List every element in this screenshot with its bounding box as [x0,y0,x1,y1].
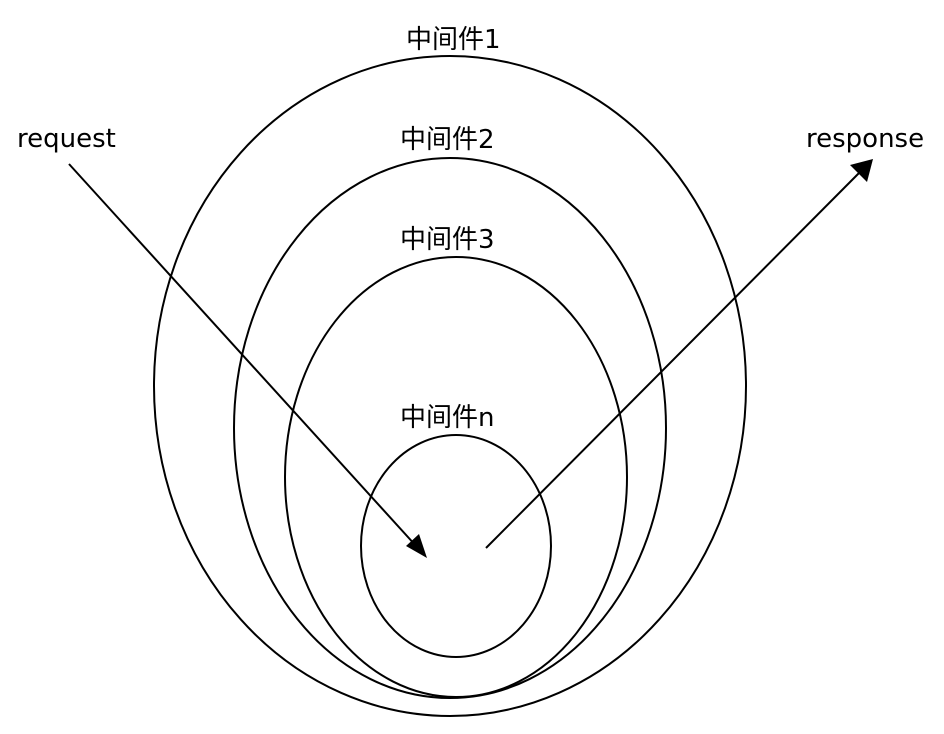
layer-label-2: 中间件2 [400,125,495,155]
response-arrow-line [485,169,863,549]
layer-ring-1 [153,55,747,717]
layer-ring-n [360,434,552,658]
layer-label-3: 中间件3 [400,225,495,255]
request-arrow-line [68,163,418,548]
response-arrow-head [850,159,873,182]
request-arrow-head [406,534,427,558]
response-label: response [806,124,924,154]
layer-ring-3 [284,256,628,698]
layer-ring-2 [233,157,667,699]
layer-label-1: 中间件1 [406,25,501,55]
request-label: request [17,124,116,154]
layer-label-n: 中间件n [400,403,494,433]
